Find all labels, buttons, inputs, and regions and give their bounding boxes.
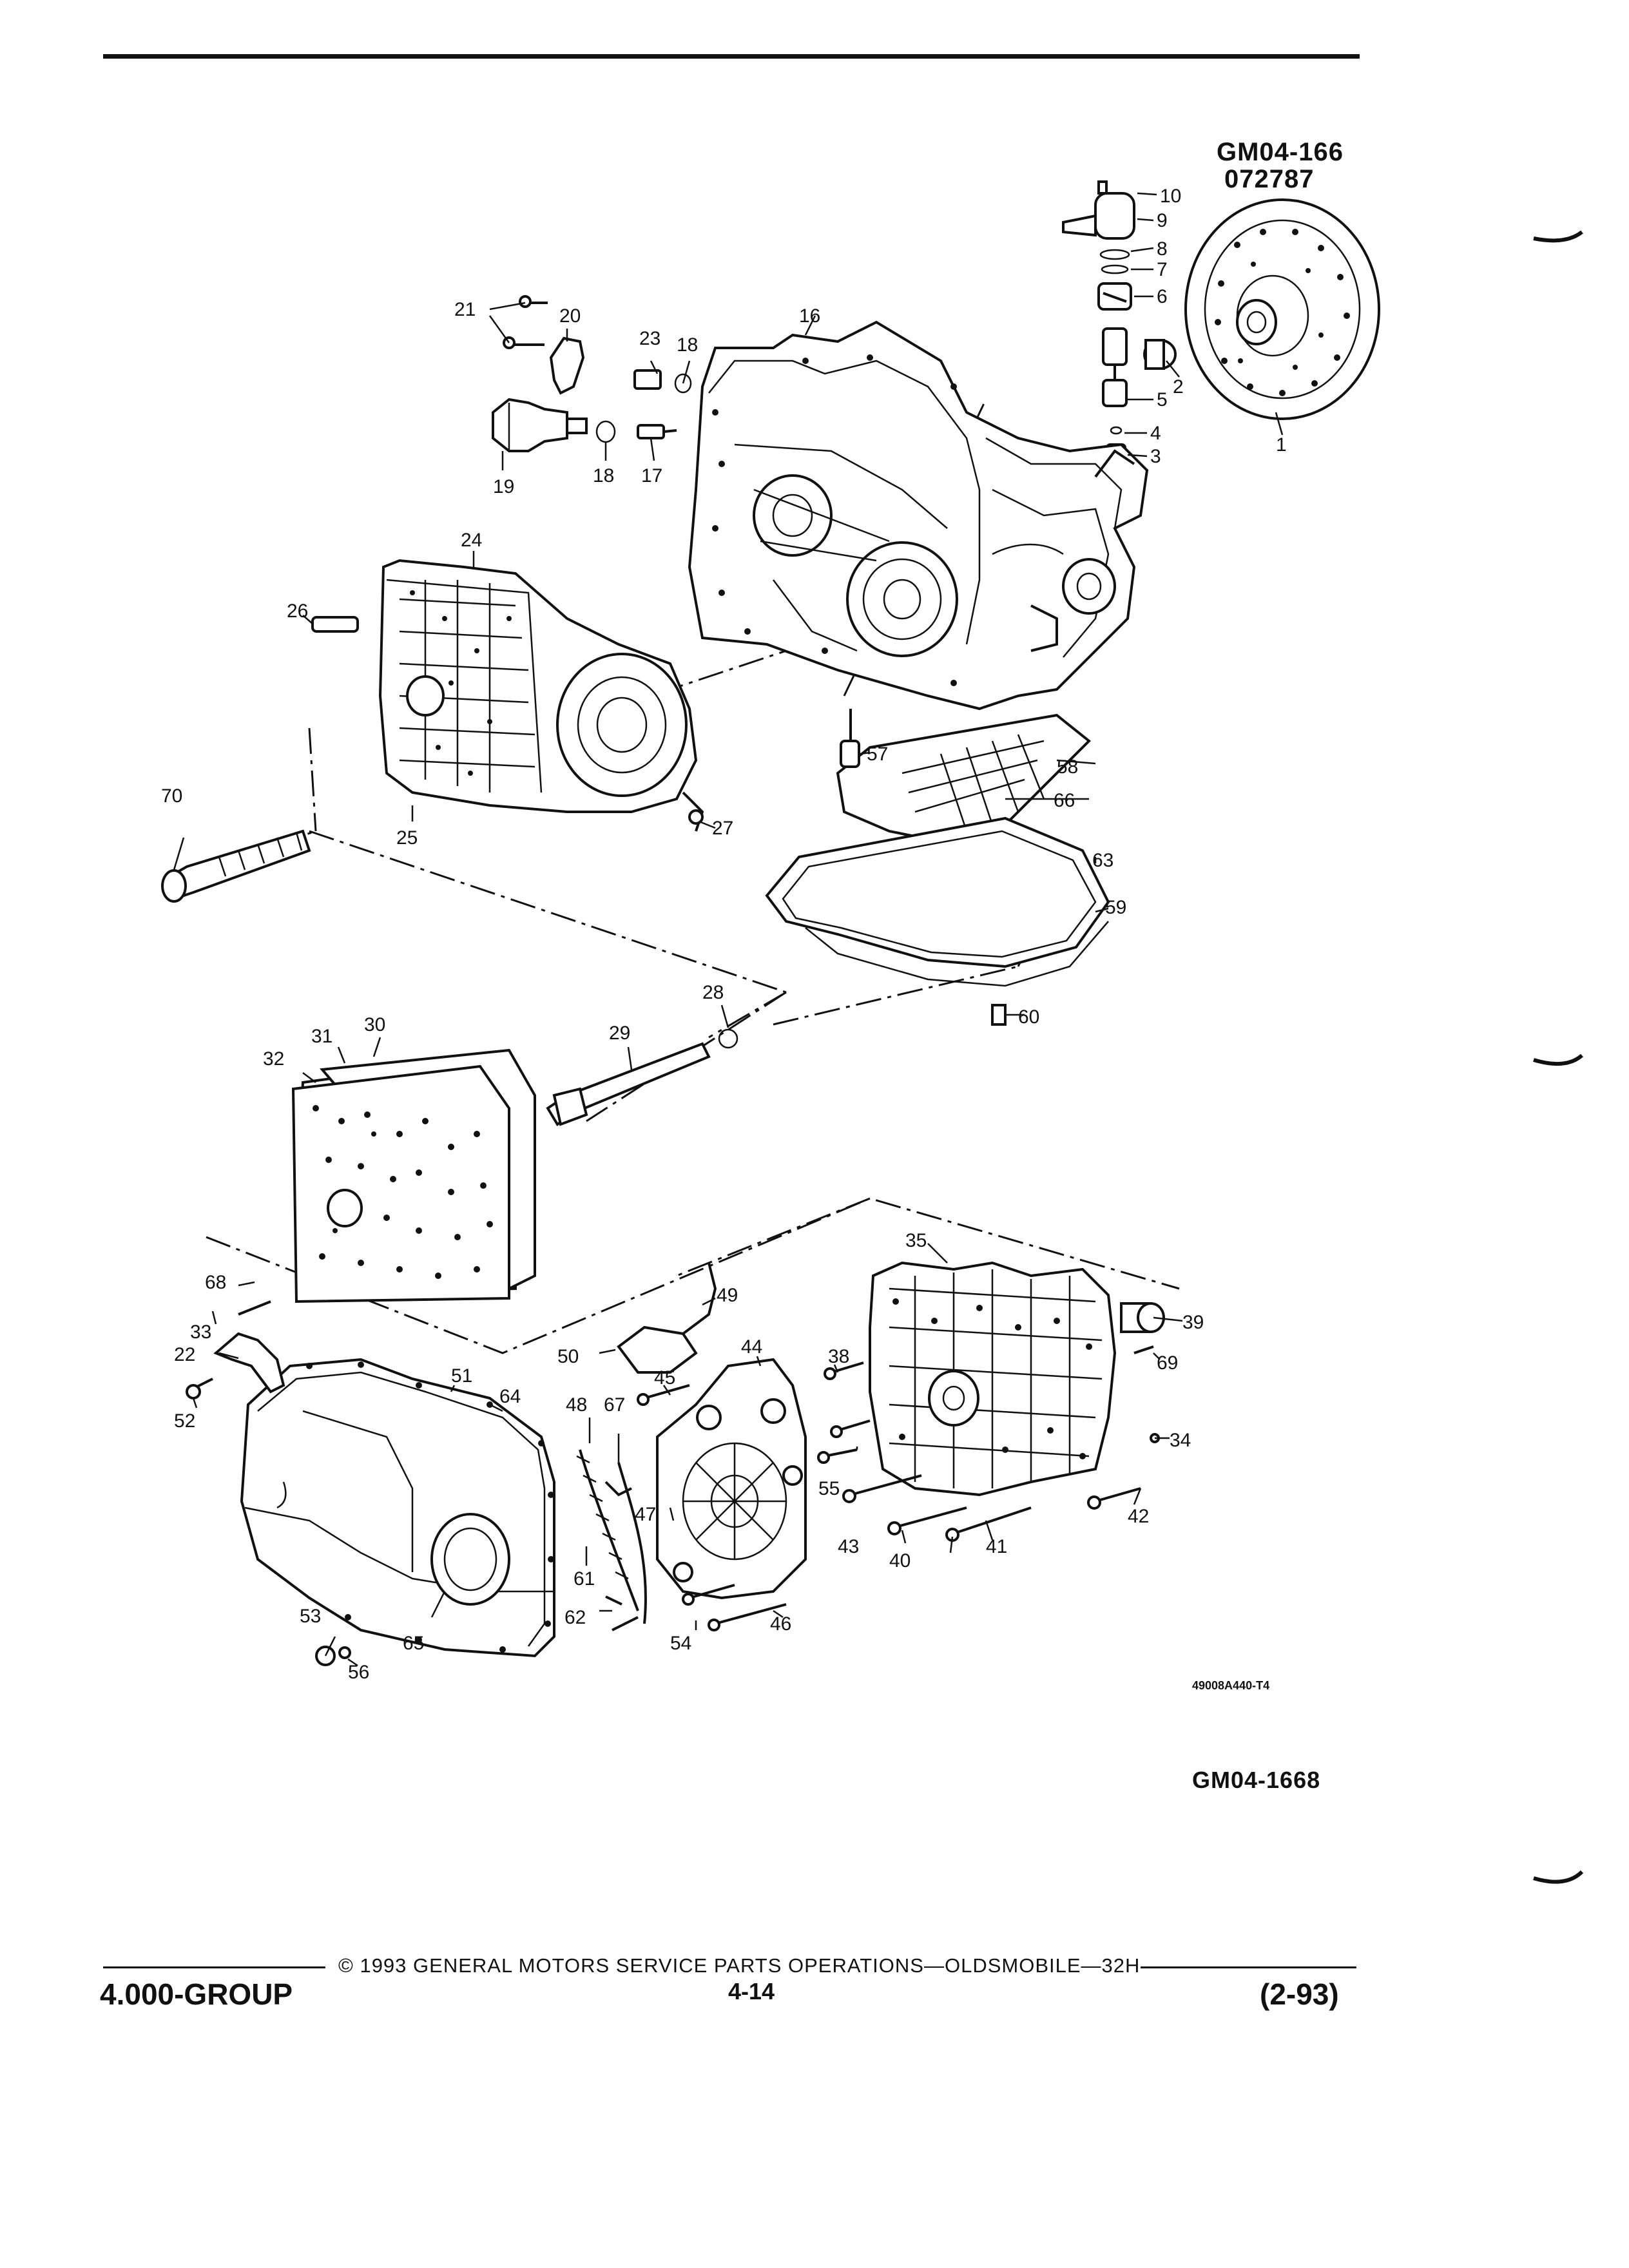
callout-labels: 10 9 8 7 6 2 5 4 3 1 16 21 20 23 18 19 1… (161, 186, 1287, 1683)
callout-45: 45 (654, 1367, 675, 1389)
callout-41: 41 (986, 1536, 1007, 1557)
callout-57: 57 (867, 744, 888, 765)
callout-21: 21 (454, 299, 476, 320)
callout-55: 55 (818, 1478, 840, 1499)
callout-61: 61 (574, 1568, 595, 1590)
callout-23: 23 (639, 328, 660, 349)
callout-2: 2 (1173, 376, 1184, 398)
callout-42: 42 (1128, 1506, 1149, 1527)
callout-58: 58 (1057, 756, 1078, 778)
callout-22: 22 (174, 1344, 195, 1365)
footer-group: 4.000-GROUP (100, 1977, 293, 2011)
separator-plates (291, 1048, 536, 1303)
footer-copyright: © 1993 GENERAL MOTORS SERVICE PARTS OPER… (338, 1954, 1141, 1977)
callout-18b: 18 (593, 465, 614, 486)
speed-sensor-assembly (492, 295, 692, 452)
callout-29: 29 (609, 1023, 630, 1044)
torque-converter (1184, 198, 1380, 420)
callout-24: 24 (461, 530, 482, 551)
case-cover-assembly (311, 559, 704, 832)
callout-66: 66 (1054, 790, 1075, 811)
callout-20: 20 (559, 305, 581, 327)
footer-date: (2-93) (1260, 1977, 1339, 2011)
figure-number: 072787 (1224, 165, 1315, 193)
callout-59: 59 (1105, 897, 1126, 918)
callout-4: 4 (1150, 423, 1161, 444)
callout-69: 69 (1157, 1352, 1178, 1374)
callout-10: 10 (1160, 186, 1181, 207)
callout-54: 54 (670, 1633, 691, 1654)
callout-33: 33 (190, 1321, 211, 1343)
callout-19: 19 (493, 476, 514, 497)
side-cover (240, 1358, 555, 1658)
control-valve-body (869, 1261, 1117, 1497)
callout-17: 17 (641, 465, 662, 486)
callout-25: 25 (396, 827, 418, 849)
footer-page-number: 4-14 (728, 1978, 775, 2004)
callout-68: 68 (205, 1272, 226, 1293)
wiring-harness (576, 1262, 717, 1631)
callout-26: 26 (287, 601, 308, 622)
callout-60: 60 (1018, 1006, 1039, 1028)
callout-31: 31 (311, 1026, 333, 1047)
caption-figure-code: GM04-1668 (1192, 1767, 1321, 1793)
callout-3: 3 (1150, 446, 1161, 467)
callout-65: 65 (403, 1633, 424, 1654)
callout-32: 32 (263, 1048, 284, 1070)
callout-70: 70 (161, 785, 182, 807)
callout-40: 40 (889, 1550, 911, 1571)
callout-7: 7 (1157, 259, 1168, 280)
illustration-code: 49008A440-T4 (1192, 1679, 1269, 1692)
callout-63: 63 (1092, 850, 1113, 871)
callout-27: 27 (712, 818, 733, 839)
callout-9: 9 (1157, 210, 1168, 231)
callout-34: 34 (1170, 1430, 1191, 1451)
callout-30: 30 (364, 1014, 385, 1035)
callout-53: 53 (300, 1606, 321, 1627)
input-shaft (546, 1028, 738, 1126)
filter-and-pan (765, 709, 1110, 1026)
callout-35: 35 (905, 1230, 927, 1251)
callout-48: 48 (566, 1394, 587, 1416)
callout-67: 67 (604, 1394, 625, 1416)
footer-rule-right (1141, 1966, 1356, 1968)
valve-body-bolts (817, 1345, 1160, 1542)
callout-47: 47 (635, 1504, 656, 1525)
transaxle-case (688, 320, 1149, 711)
footer-rule-left (103, 1966, 325, 1968)
callout-8: 8 (1157, 238, 1168, 260)
callout-28: 28 (702, 982, 724, 1003)
callout-52: 52 (174, 1410, 195, 1432)
callout-50: 50 (557, 1346, 579, 1367)
callout-43: 43 (838, 1536, 859, 1557)
callout-1: 1 (1276, 434, 1287, 456)
top-rule (103, 54, 1360, 59)
callout-46: 46 (770, 1613, 791, 1635)
cover-bolts (186, 1300, 351, 1666)
solenoid (1120, 1302, 1165, 1333)
callout-5: 5 (1157, 389, 1168, 410)
callout-6: 6 (1157, 286, 1168, 307)
callout-49: 49 (717, 1285, 738, 1306)
callout-39: 39 (1182, 1312, 1204, 1333)
callout-38: 38 (828, 1346, 849, 1367)
housing-bolts (637, 1361, 871, 1631)
callout-56: 56 (348, 1662, 369, 1683)
callout-64: 64 (499, 1386, 521, 1407)
callout-44: 44 (741, 1336, 762, 1358)
callout-16: 16 (799, 305, 820, 327)
accumulator-housing (656, 1358, 807, 1600)
callout-18: 18 (677, 334, 698, 356)
callout-62: 62 (564, 1607, 586, 1628)
leader-lines (173, 192, 1284, 1667)
heat-shield (213, 1332, 285, 1394)
figure-code: GM04-166 (1217, 138, 1344, 166)
callout-51: 51 (451, 1365, 472, 1387)
long-bolt (161, 829, 311, 903)
